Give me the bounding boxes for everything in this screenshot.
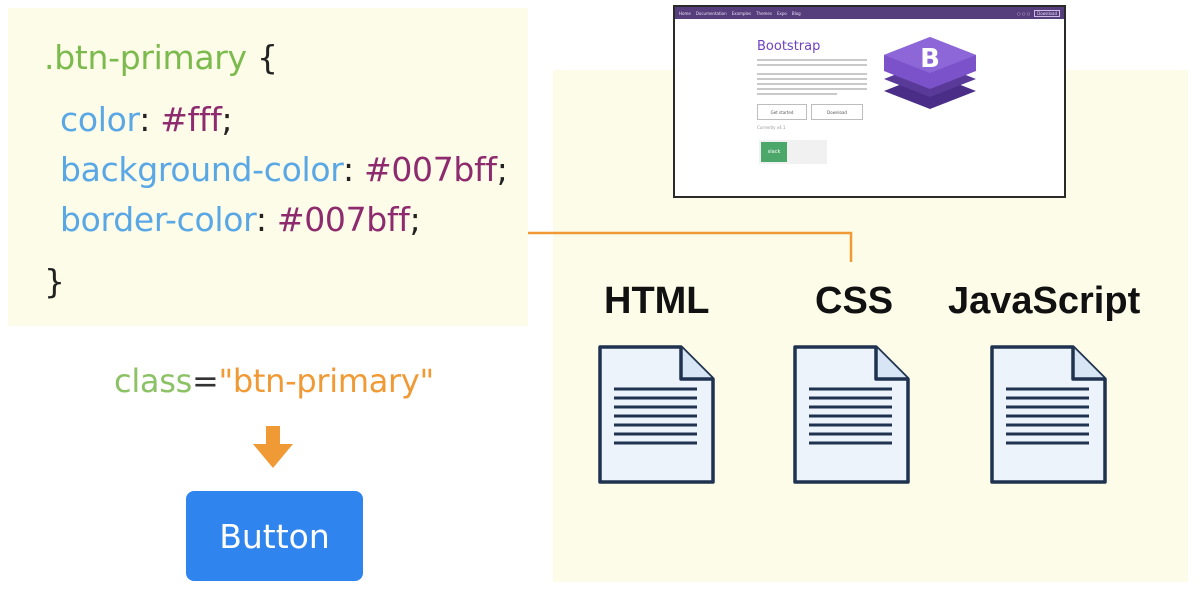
file-label-css: CSS <box>815 280 894 322</box>
css-value: #fff <box>160 100 222 139</box>
document-icon <box>793 345 910 484</box>
bootstrap-nav-item: Documentation <box>695 10 727 16</box>
css-value: #007bff <box>276 200 410 239</box>
bootstrap-text-line <box>757 64 867 66</box>
close-brace: } <box>44 262 65 301</box>
arrow-down-icon <box>253 426 293 468</box>
bootstrap-title: Bootstrap <box>757 39 821 54</box>
attr-value: "btn-primary" <box>218 362 435 400</box>
bootstrap-download-link: Download <box>1034 9 1060 17</box>
css-property: border-color <box>60 200 256 239</box>
bootstrap-get-started-button: Get started <box>757 104 807 120</box>
bootstrap-nav-item: Examples <box>731 10 752 16</box>
bootstrap-ad: slack <box>759 140 827 164</box>
bootstrap-logo-letter: B <box>920 44 940 74</box>
bootstrap-logo-icon: B <box>884 37 976 109</box>
bootstrap-nav-item: Expo <box>776 10 787 16</box>
bootstrap-nav-icons: ○ ○ ○ <box>1017 10 1031 16</box>
bootstrap-version: Currently v4.1 <box>757 125 786 130</box>
code-declaration: background-color: #007bff; <box>60 150 508 189</box>
document-icon <box>990 345 1107 484</box>
css-property: color <box>60 100 140 139</box>
bootstrap-text-line <box>757 88 867 90</box>
css-value: #007bff <box>363 150 497 189</box>
document-icon <box>598 345 715 484</box>
code-declaration: color: #fff; <box>60 100 233 139</box>
file-label-javascript: JavaScript <box>948 280 1141 322</box>
css-selector: .btn-primary <box>44 38 247 77</box>
code-selector-line: .btn-primary { <box>44 38 278 77</box>
bootstrap-text-line <box>757 59 867 61</box>
bootstrap-navbar: Home Documentation Examples Themes Expo … <box>675 7 1064 19</box>
bootstrap-text-line <box>757 93 837 95</box>
bootstrap-nav-item: Blog <box>791 10 801 16</box>
attr-equals: = <box>191 362 219 400</box>
code-declaration: border-color: #007bff; <box>60 200 421 239</box>
css-property: background-color <box>60 150 343 189</box>
primary-button[interactable]: Button <box>186 491 363 581</box>
css-code-panel: .btn-primary { color: #fff; background-c… <box>8 8 528 326</box>
bootstrap-text-line <box>757 83 867 85</box>
bootstrap-nav-item: Themes <box>756 10 772 16</box>
attr-name: class <box>114 362 192 400</box>
bootstrap-screenshot: Home Documentation Examples Themes Expo … <box>673 5 1066 198</box>
file-label-html: HTML <box>604 280 710 322</box>
class-attribute: class="btn-primary" <box>0 362 548 400</box>
bootstrap-download-button: Download <box>811 104 863 120</box>
open-brace: { <box>246 38 278 77</box>
bootstrap-text-line <box>757 73 867 75</box>
slack-logo: slack <box>761 142 787 162</box>
bootstrap-text-line <box>757 78 867 80</box>
bootstrap-nav-brand: Home <box>679 10 691 16</box>
